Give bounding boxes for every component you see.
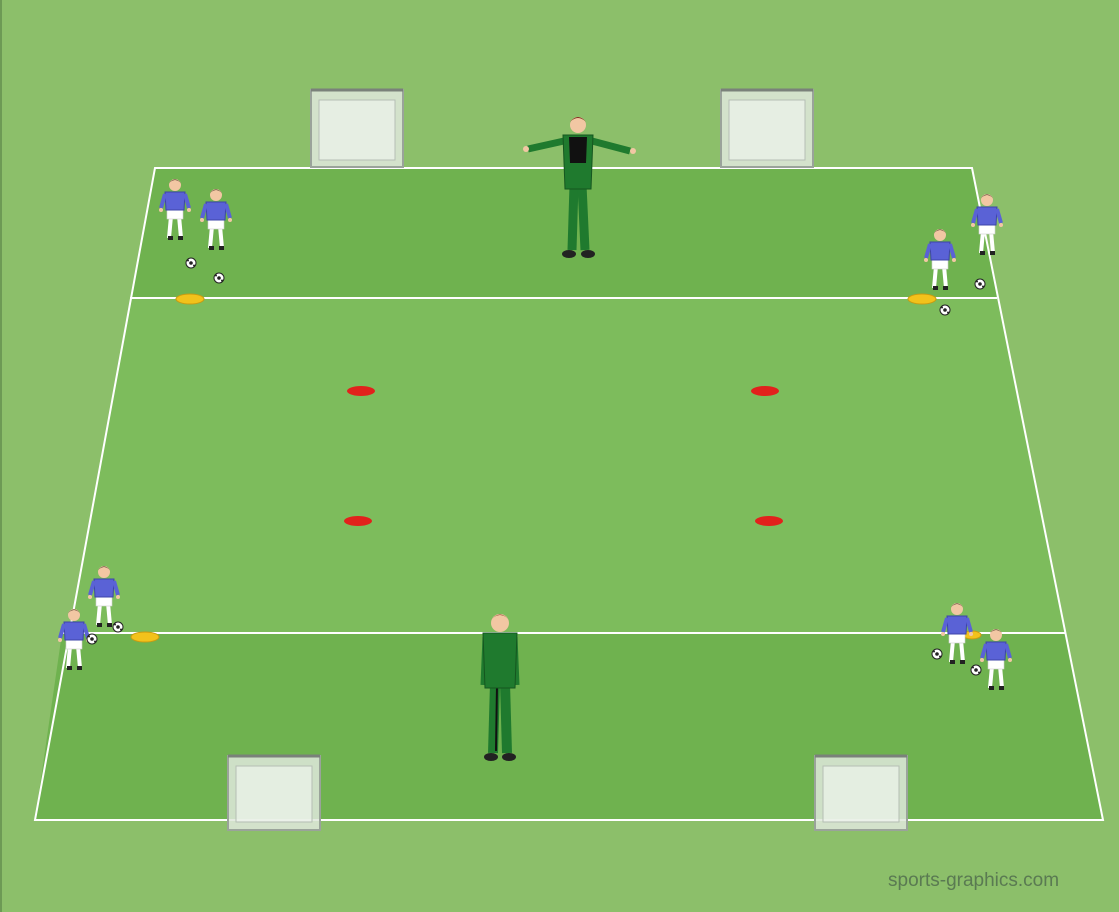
red-marker [344, 516, 372, 526]
frame-border-left [0, 0, 2, 912]
red-marker [347, 386, 375, 396]
ball [971, 665, 981, 675]
red-marker [755, 516, 783, 526]
top-zone [130, 168, 997, 298]
red-marker [751, 386, 779, 396]
yellow-cone [176, 294, 204, 304]
ball [87, 634, 97, 644]
watermark: sports-graphics.com [888, 870, 1059, 892]
ball [932, 649, 942, 659]
goal-top-left [311, 90, 403, 167]
ball [975, 279, 985, 289]
ball [186, 258, 196, 268]
bottom-zone [35, 633, 1103, 820]
goal-bottom-right [815, 756, 907, 830]
goal-bottom-left [228, 756, 320, 830]
yellow-cone [908, 294, 936, 304]
ball [214, 273, 224, 283]
goal-top-right [721, 90, 813, 167]
yellow-cone [131, 632, 159, 642]
ball [113, 622, 123, 632]
ball [940, 305, 950, 315]
